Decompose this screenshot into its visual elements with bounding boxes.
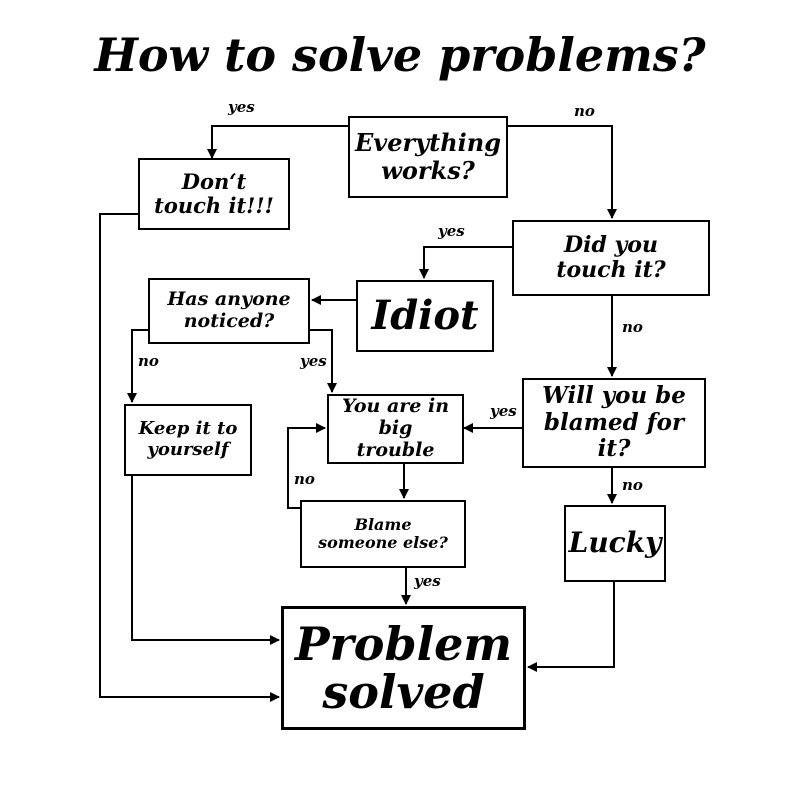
label-blame-no: no	[294, 470, 315, 488]
edge-keepit-solved	[131, 474, 280, 645]
edge-works-yes	[207, 125, 348, 159]
node-dont-touch-it: Don‘t touch it!!!	[138, 158, 290, 230]
edge-noticed-no	[127, 329, 148, 403]
label-blame-yes: yes	[414, 572, 441, 590]
node-lucky: Lucky	[564, 505, 666, 582]
edge-works-no	[508, 125, 617, 219]
node-everything-works: Everything works?	[348, 116, 508, 198]
page-title: How to solve problems?	[94, 28, 706, 82]
node-problem-solved: Problem solved	[281, 606, 526, 730]
node-idiot: Idiot	[356, 280, 494, 352]
node-big-trouble: You are in big trouble	[327, 394, 464, 464]
edge-donttouch-solved	[99, 213, 280, 702]
edge-lucky-solved	[527, 582, 615, 672]
edge-noticed-yes	[310, 329, 337, 393]
label-noticed-no: no	[138, 352, 159, 370]
label-noticed-yes: yes	[300, 352, 327, 370]
label-touch-no: no	[622, 318, 643, 336]
node-will-you-be-blamed: Will you be blamed for it?	[522, 378, 706, 468]
edge-touch-yes	[419, 246, 512, 279]
label-blamed-yes: yes	[490, 402, 517, 420]
edge-blame-no	[287, 423, 326, 509]
label-works-yes: yes	[228, 98, 255, 116]
node-has-anyone-noticed: Has anyone noticed?	[148, 278, 310, 344]
label-touch-yes: yes	[438, 222, 465, 240]
node-blame-someone-else: Blame someone else?	[300, 500, 466, 568]
label-blamed-no: no	[622, 476, 643, 494]
node-did-you-touch-it: Did you touch it?	[512, 220, 710, 296]
label-works-no: no	[574, 102, 595, 120]
node-keep-it-to-yourself: Keep it to yourself	[124, 404, 252, 476]
